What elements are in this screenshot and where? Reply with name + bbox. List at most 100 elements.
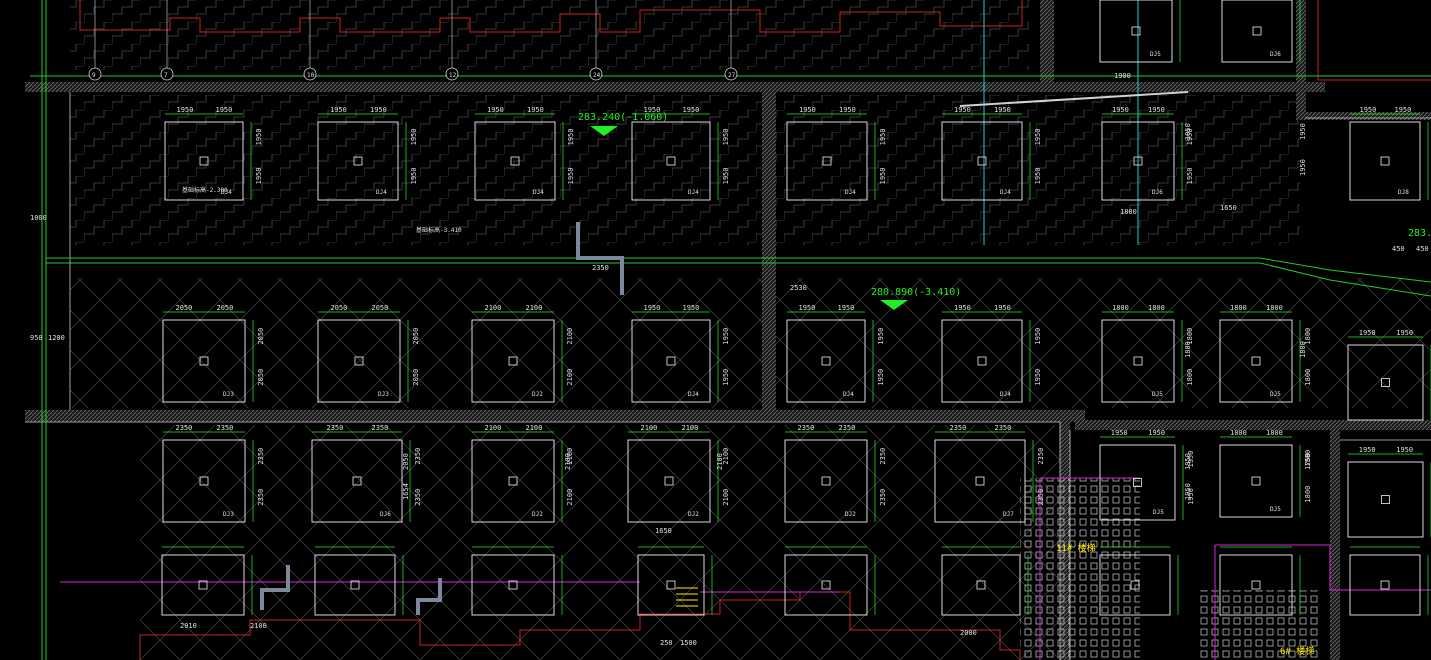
column-marker xyxy=(666,356,676,366)
pad-outline xyxy=(631,319,711,403)
column-marker xyxy=(353,156,363,166)
side-dim-4: 1800 xyxy=(1184,341,1192,358)
dim-label-side-b: 2350 xyxy=(1037,489,1045,506)
misc-dim-6: 450 xyxy=(1392,245,1405,253)
pad-tag: DJ5 xyxy=(1270,506,1281,513)
misc-dim-2: 2530 xyxy=(790,284,807,292)
dim-label-top-b: 2100 xyxy=(682,424,699,432)
dim-label-top-a: 1950 xyxy=(1111,429,1128,437)
pad-outline xyxy=(471,319,555,403)
dim-label-side-b: 1950 xyxy=(877,369,885,386)
elevation-marker-3: 283. xyxy=(1408,228,1431,239)
pad-outline xyxy=(317,121,399,201)
column-marker xyxy=(976,580,986,590)
pad-outline xyxy=(786,319,866,403)
pad-tag: DJ4 xyxy=(376,189,387,196)
pad-row4-2 xyxy=(314,546,404,616)
axis-bubble-24: 24 xyxy=(589,0,603,81)
pad-tag: DJ2 xyxy=(845,511,856,518)
pad-outline xyxy=(1099,0,1173,63)
pad-tag: DJ4 xyxy=(843,391,854,398)
pad-outline xyxy=(471,554,555,616)
dim-label-side-a: 2350 xyxy=(879,448,887,465)
pad-tag: DJ4 xyxy=(845,189,856,196)
dim-label-top-b: 1950 xyxy=(370,106,387,114)
misc-dim-9: 1200 xyxy=(48,334,65,342)
dim-label-side-a: 1950 xyxy=(1034,129,1042,146)
dim-label-top-a: 2350 xyxy=(950,424,967,432)
dim-label-top-a: 2050 xyxy=(331,304,348,312)
column-marker xyxy=(508,476,518,486)
dim-label-top-b: 1950 xyxy=(994,304,1011,312)
dim-label-side-b: 2100 xyxy=(566,369,574,386)
pad-tag: DJ2 xyxy=(688,511,699,518)
dim-label-side-a: 1950 xyxy=(1187,451,1195,468)
axis-bubble-12: 12 xyxy=(445,0,459,81)
column-marker xyxy=(199,156,209,166)
dim-label-side-b: 1950 xyxy=(1034,168,1042,185)
elevation-text-2: 280.890(-3.410) xyxy=(871,287,961,298)
dim-label-top-a: 1800 xyxy=(1230,429,1247,437)
hatch-zone-middle xyxy=(70,278,1430,408)
wall-band-far-right xyxy=(1330,430,1340,660)
dim-label-top-b: 1950 xyxy=(527,106,544,114)
misc-dim-3: 1650 xyxy=(1220,204,1237,212)
dim-label-top-b: 1950 xyxy=(1148,429,1165,437)
pad-outline xyxy=(162,319,246,403)
pad-outline xyxy=(1219,554,1293,616)
dim-label-top-b: 1950 xyxy=(683,106,700,114)
dim-label-side-a: 1950 xyxy=(722,129,730,146)
pad-outline xyxy=(637,554,705,616)
dim-label-side-a: 2350 xyxy=(257,448,265,465)
elevation-marker-2: 280.890(-3.410) xyxy=(871,287,961,310)
pad-tag: DJ5 xyxy=(1153,509,1164,516)
slope-line xyxy=(959,91,1189,107)
dim-label-top-a: 2100 xyxy=(485,424,502,432)
misc-dim-14: 2100 xyxy=(250,622,267,630)
step-ramp-2 xyxy=(260,565,290,610)
pad-row4-8 xyxy=(1219,546,1301,616)
pad-outline xyxy=(941,554,1021,616)
column-marker xyxy=(821,476,831,486)
axis-bubble-label: 12 xyxy=(449,72,457,79)
misc-dim-16: 2000 xyxy=(960,629,977,637)
pad-tag: DJ5 xyxy=(1152,391,1163,398)
pad-tag: DJ4 xyxy=(688,189,699,196)
dim-label-side-b: 1800 xyxy=(1304,486,1312,503)
magenta-lines xyxy=(60,477,1431,660)
pad-outline xyxy=(1347,461,1424,538)
dim-label-top-b: 1950 xyxy=(1395,106,1412,114)
side-dim-9: 2100 xyxy=(716,453,724,470)
dim-label-side-b: 1800 xyxy=(1186,369,1194,386)
dim-label-top-a: 1950 xyxy=(1360,106,1377,114)
misc-dim-1: 2350 xyxy=(592,264,609,272)
column-marker xyxy=(1130,580,1140,590)
red-outline-bottom xyxy=(139,591,1021,660)
dim-label-top-a: 1950 xyxy=(954,106,971,114)
dim-label-side-a: 1950 xyxy=(1034,328,1042,345)
dim-label-side-b: 2350 xyxy=(414,489,422,506)
dim-label-top-a: 2050 xyxy=(176,304,193,312)
dim-label-side-b: 1950 xyxy=(567,168,575,185)
dim-label-top-a: 2100 xyxy=(485,304,502,312)
dim-label-side-a: 2100 xyxy=(566,448,574,465)
dim-label-side-b: 2100 xyxy=(566,489,574,506)
side-dim-10: 1750 xyxy=(1304,453,1312,470)
step-ramp-3 xyxy=(416,578,442,615)
axis-bubble-7: 7 xyxy=(160,0,174,81)
column-marker xyxy=(354,356,364,366)
pad-tag: DJ6 xyxy=(1152,189,1163,196)
stair-icon xyxy=(676,587,698,607)
dim-label-top-a: 1950 xyxy=(1359,446,1376,454)
pad-tag: DJ4 xyxy=(221,189,232,196)
dim-label-top-a: 1800 xyxy=(1112,304,1129,312)
